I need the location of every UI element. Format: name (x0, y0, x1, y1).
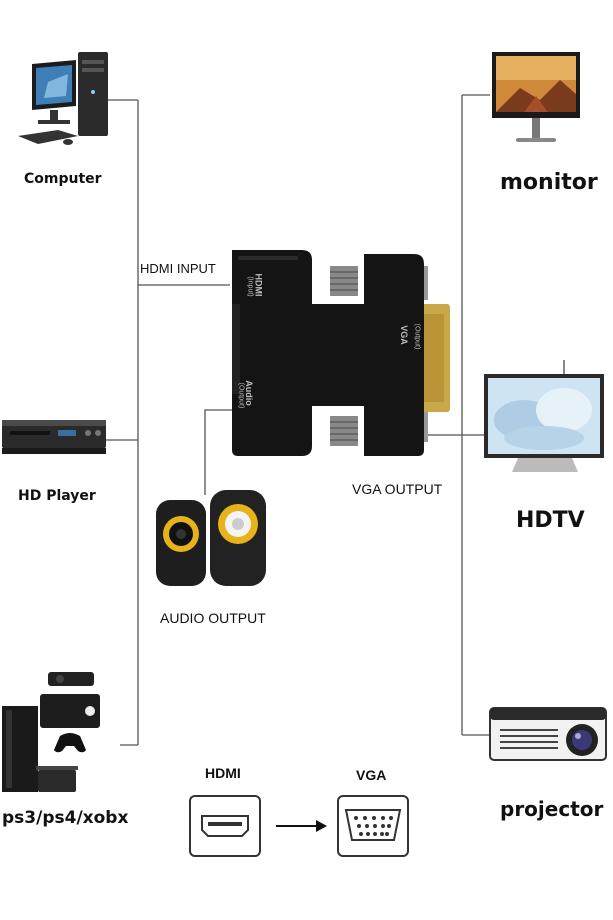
hdmi-input-label: HDMI INPUT (140, 261, 216, 276)
adapter-hdmi-marking: HDMI (253, 273, 264, 297)
computer-label: Computer (24, 171, 102, 187)
dvd-player-icon (2, 420, 106, 454)
adapter-audio-marking: Audio (243, 380, 254, 406)
hdtv-icon (484, 360, 604, 472)
projector-icon (489, 707, 607, 761)
speakers-icon (156, 490, 266, 586)
adapter-vga-marking: VGA (398, 325, 409, 345)
consoles-label: ps3/ps4/xobx (2, 808, 129, 828)
game-console-icon (2, 672, 100, 792)
vga-output-label: VGA OUTPUT (352, 481, 443, 497)
monitor-icon (492, 52, 580, 142)
conversion-to-label: VGA (356, 767, 387, 783)
hdmi-to-vga-adapter (232, 250, 450, 456)
conversion-from-label: HDMI (205, 765, 241, 781)
hd-player-label: HD Player (18, 488, 96, 504)
adapter-hdmi-sub: (Input) (246, 276, 254, 297)
vga-port-icon (337, 795, 409, 857)
audio-output-label: AUDIO OUTPUT (160, 610, 266, 626)
monitor-label: monitor (500, 170, 598, 195)
adapter-audio-sub: (Output) (237, 382, 245, 409)
hdmi-port-icon (189, 795, 261, 857)
adapter-vga-sub: (Output) (413, 323, 421, 350)
computer-icon (18, 52, 108, 145)
projector-label: projector (500, 797, 604, 821)
hdtv-label: HDTV (516, 508, 585, 533)
